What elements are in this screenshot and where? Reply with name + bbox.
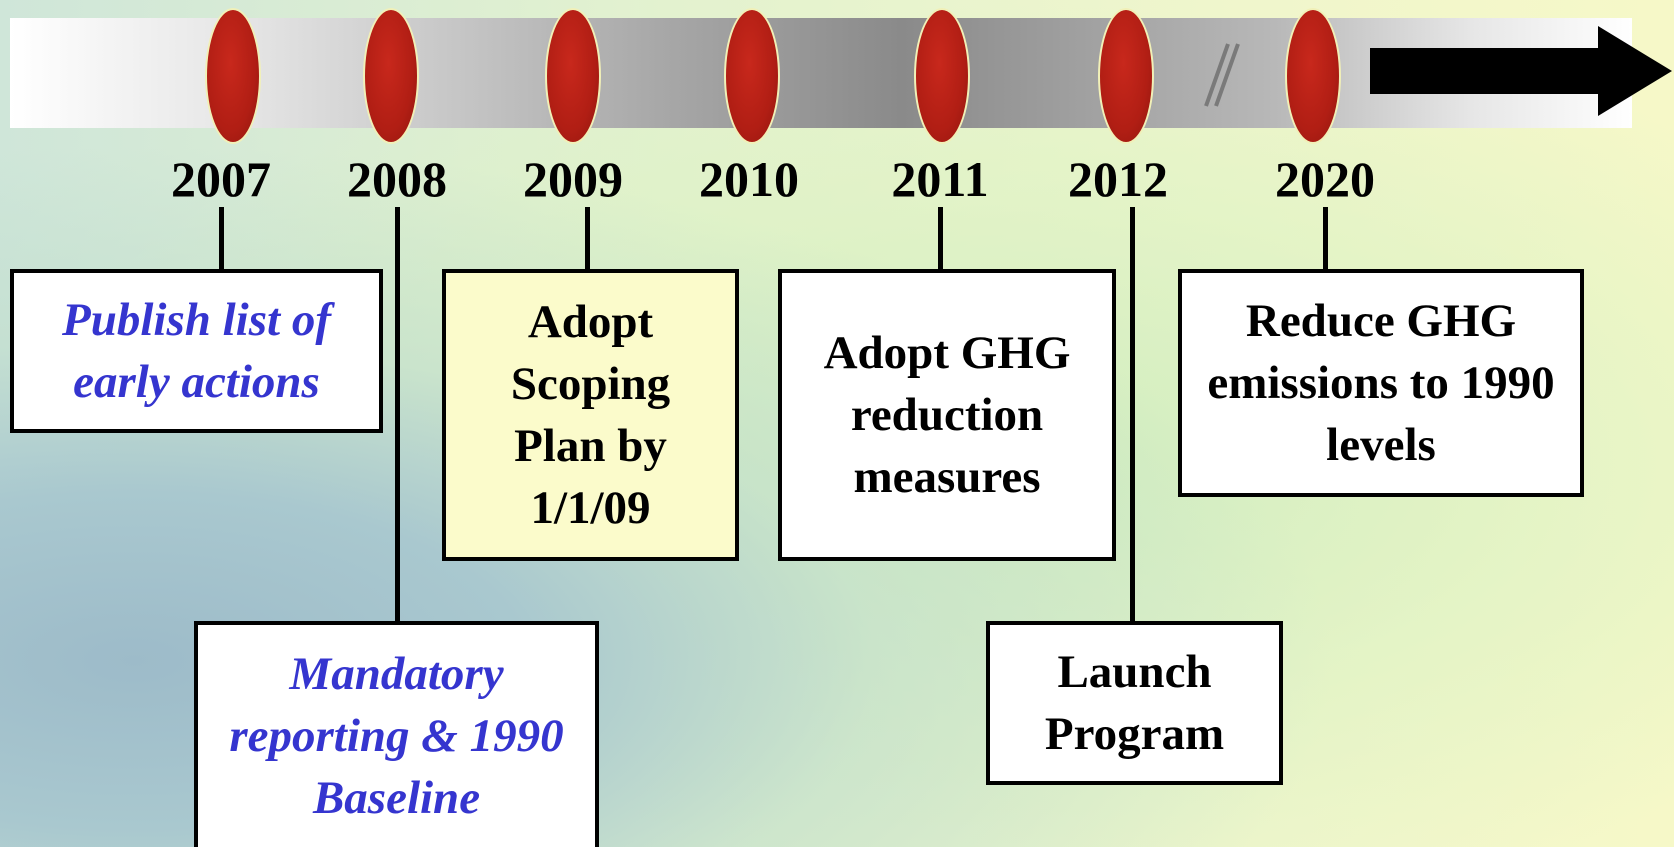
milestone-box-2011: Adopt GHG reduction measures	[778, 269, 1116, 561]
marker-2011	[914, 8, 970, 144]
milestone-box-2020: Reduce GHG emissions to 1990 levels	[1178, 269, 1584, 497]
year-label-2009: 2009	[523, 151, 623, 207]
year-label-2010: 2010	[699, 151, 799, 207]
connector-2008	[395, 207, 400, 623]
marker-2009	[545, 8, 601, 144]
marker-2007	[205, 8, 261, 144]
timeline-bar	[10, 18, 1632, 128]
marker-2020	[1285, 8, 1341, 144]
milestone-box-2012: Launch Program	[986, 621, 1283, 785]
timeline-break-mark	[1204, 43, 1240, 107]
milestone-box-2009: Adopt Scoping Plan by 1/1/09	[442, 269, 739, 561]
milestone-text-2009: Adopt Scoping Plan by 1/1/09	[510, 296, 671, 534]
marker-2010	[724, 8, 780, 144]
connector-2011	[938, 207, 943, 270]
connector-2020	[1323, 207, 1328, 270]
year-label-2007: 2007	[171, 151, 271, 207]
connector-2012	[1130, 207, 1135, 623]
milestone-text-2011: Adopt GHG reduction measures	[823, 327, 1071, 503]
milestone-text-2012: Launch Program	[1044, 646, 1225, 760]
milestone-text-2008: Mandatory reporting & 1990 Baseline	[229, 648, 564, 824]
connector-2009	[585, 207, 590, 270]
year-label-2008: 2008	[347, 151, 447, 207]
year-label-2011: 2011	[891, 151, 989, 207]
timeline-arrow	[1370, 26, 1672, 116]
milestone-text-2007: Publish list of early actions	[61, 294, 331, 408]
marker-2012	[1098, 8, 1154, 144]
milestone-text-2020: Reduce GHG emissions to 1990 levels	[1207, 295, 1555, 471]
milestone-box-2007: Publish list of early actions	[10, 269, 383, 433]
year-label-2012: 2012	[1068, 151, 1168, 207]
milestone-box-2008: Mandatory reporting & 1990 Baseline	[194, 621, 599, 847]
connector-2007	[219, 207, 224, 270]
marker-2008	[363, 8, 419, 144]
year-label-2020: 2020	[1275, 151, 1375, 207]
